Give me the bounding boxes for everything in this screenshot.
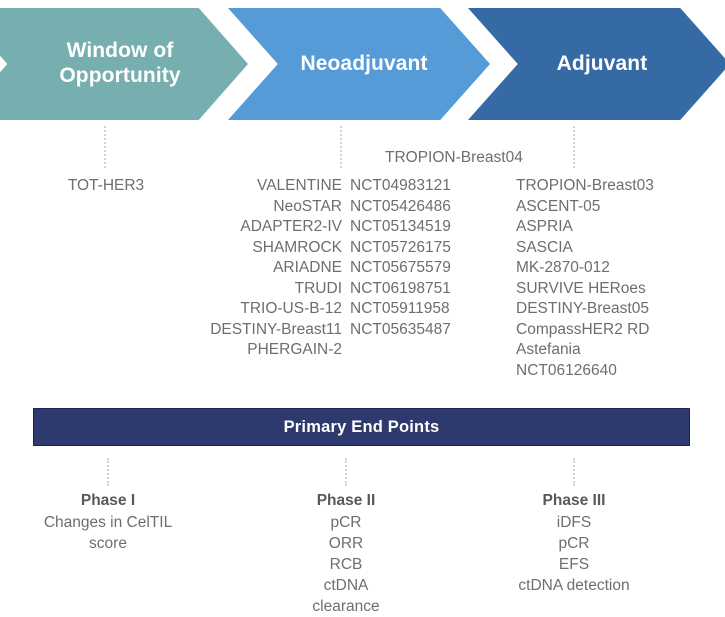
connector-line-neoadjuvant (340, 126, 342, 168)
phase-endpoint-item: clearance (312, 598, 380, 615)
trial-name: SURVIVE HERoes (516, 279, 646, 297)
trial-nct-id: NCT05426486 (350, 197, 451, 215)
trial-name: TRUDI (294, 279, 342, 297)
trial-name: NeoSTAR (273, 197, 342, 215)
trial-nct-id: NCT05134519 (350, 218, 451, 235)
stage-label-neoadjuvant: Neoadjuvant (300, 51, 428, 75)
trial-name: TROPION-Breast03 (516, 177, 654, 194)
phase-endpoint-item: ctDNA (323, 577, 369, 594)
phase-3-endpoints: Phase III iDFS pCR EFS ctDNA detection (474, 490, 674, 596)
trial-name: DESTINY-Breast11 (210, 320, 342, 338)
connector-line-adjuvant (573, 126, 575, 168)
connector-line-phase-3 (573, 458, 575, 486)
phase-endpoint-item: ORR (328, 535, 364, 552)
stage-arrow-adjuvant[interactable]: Adjuvant (468, 8, 725, 120)
connector-line-window (104, 126, 106, 168)
phase-title: Phase III (542, 492, 606, 509)
connector-line-phase-2 (345, 458, 347, 486)
phase-title: Phase I (80, 492, 136, 509)
trial-nct-id (350, 340, 480, 361)
neoadjuvant-trial-name-list: VALENTINE NeoSTAR ADAPTER2-IV SHAMROCK ARIAD… (190, 176, 342, 361)
trial-name: MK-2870-012 (516, 259, 610, 276)
trial-name: DESTINY-Breast05 (516, 300, 649, 317)
trial-name: TOT-HER3 (67, 177, 145, 194)
connector-line-phase-1 (107, 458, 109, 486)
primary-end-points-title: Primary End Points (283, 417, 440, 436)
phase-endpoint-item: ctDNA detection (518, 577, 630, 594)
trial-name: TRIO-US-B-12 (240, 300, 342, 317)
phase-endpoint-item: Changes in CelTIL (43, 514, 173, 531)
phase-endpoint-item: score (89, 535, 127, 552)
trial-name: ADAPTER2-IV (240, 218, 342, 235)
phase-title: Phase II (316, 492, 376, 509)
phase-1-endpoints: Phase I Changes in CelTIL score (8, 490, 208, 554)
phase-endpoint-item: pCR (330, 514, 362, 531)
trial-name: ASCENT-05 (516, 197, 601, 215)
primary-end-points-bar[interactable]: Primary End Points (33, 408, 690, 446)
trial-nct-id: NCT05635487 (350, 320, 451, 338)
bridging-trial-label: TROPION-Breast04 (385, 149, 523, 166)
stage-label-adjuvant: Adjuvant (556, 51, 648, 75)
trial-name: ARIADNE (273, 259, 342, 276)
trial-name: CompassHER2 RD (516, 320, 650, 338)
trial-name: VALENTINE (257, 177, 342, 194)
trial-name: Astefania (516, 341, 581, 358)
trial-nct-id: NCT04983121 (350, 177, 451, 194)
trial-name: PHERGAIN-2 (247, 341, 342, 358)
trial-name: NCT06126640 (516, 361, 617, 379)
phase-endpoint-item: RCB (329, 556, 363, 573)
trial-nct-id: NCT05911958 (350, 300, 450, 317)
trial-nct-id: NCT05726175 (350, 238, 451, 256)
trial-name: SHAMROCK (252, 238, 342, 256)
stage-arrow-neoadjuvant[interactable]: Neoadjuvant (228, 8, 490, 120)
trial-nct-id: NCT05675579 (350, 259, 451, 276)
trial-name: SASCIA (516, 238, 573, 256)
trial-name: ASPRIA (516, 218, 573, 235)
phase-2-endpoints: Phase II pCR ORR RCB ctDNA clearance (246, 490, 446, 617)
phase-endpoint-item: EFS (558, 556, 590, 573)
phase-endpoint-item: pCR (558, 535, 590, 552)
trial-nct-id: NCT06198751 (350, 279, 451, 297)
phase-endpoint-item: iDFS (556, 514, 592, 531)
window-of-opportunity-trial-list: TOT-HER3 (8, 176, 204, 197)
